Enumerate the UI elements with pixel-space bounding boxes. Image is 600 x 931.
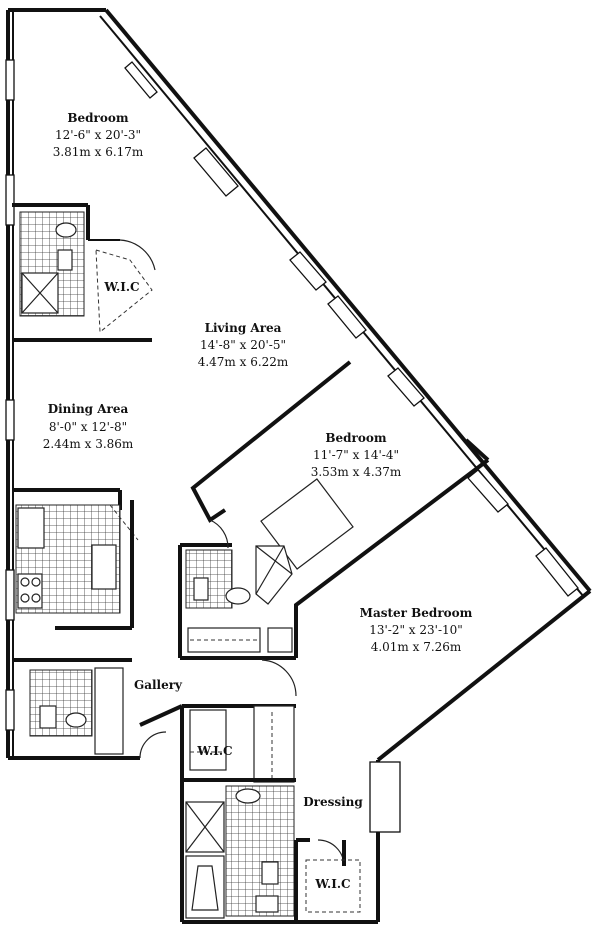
label-bedroom1: Bedroom 12'-6" x 20'-3" 3.81m x 6.17m (53, 111, 144, 159)
living-name: Living Area (205, 321, 282, 335)
bedroom2-dim-metric: 3.53m x 4.37m (311, 465, 402, 479)
living-dim-imperial: 14'-8" x 20'-5" (200, 338, 286, 352)
master-dim-imperial: 13'-2" x 23'-10" (369, 623, 463, 637)
wic-bedroom-label: W.I.C (103, 280, 139, 294)
master-walls (182, 659, 361, 922)
dining-dim-imperial: 8'-0" x 12'-8" (49, 420, 127, 434)
wic-dressing-label: W.I.C (314, 877, 350, 891)
dining-name: Dining Area (48, 402, 129, 416)
dining-dim-metric: 2.44m x 3.86m (43, 437, 134, 451)
bedroom2-walls (178, 360, 490, 660)
living-dim-metric: 4.47m x 6.22m (198, 355, 289, 369)
label-dining: Dining Area 8'-0" x 12'-8" 2.44m x 3.86m (43, 402, 134, 451)
kitchen (12, 488, 139, 630)
wic-gallery-label: W.I.C (196, 744, 232, 758)
windows (5, 59, 579, 833)
master-dim-metric: 4.01m x 7.26m (371, 640, 462, 654)
bedroom1-name: Bedroom (67, 111, 128, 125)
bedroom1-bath (12, 203, 156, 342)
master-name: Master Bedroom (360, 606, 473, 620)
bedroom1-dim-imperial: 12'-6" x 20'-3" (55, 128, 141, 142)
gallery-bath (12, 658, 167, 759)
bedroom1-dim-metric: 3.81m x 6.17m (53, 145, 144, 159)
label-master: Master Bedroom 13'-2" x 23'-10" 4.01m x … (360, 606, 473, 654)
gallery-label: Gallery (134, 678, 183, 692)
bedroom2-name: Bedroom (325, 431, 386, 445)
dressing-label: Dressing (303, 795, 363, 809)
label-bedroom2: Bedroom 11'-7" x 14'-4" 3.53m x 4.37m (311, 431, 402, 479)
label-living: Living Area 14'-8" x 20'-5" 4.47m x 6.22… (198, 321, 289, 369)
bedroom2-dim-imperial: 11'-7" x 14'-4" (313, 448, 399, 462)
